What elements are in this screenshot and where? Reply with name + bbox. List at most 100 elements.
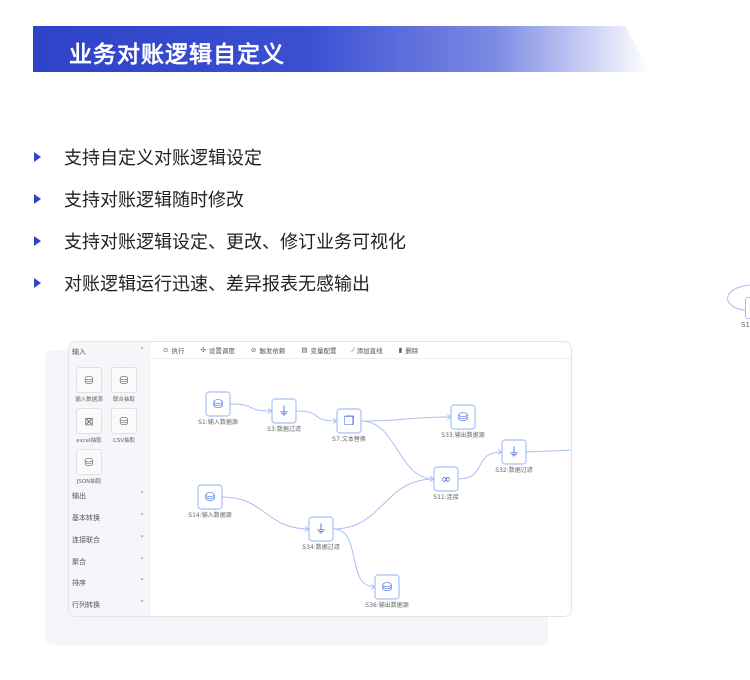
tile-label: 联合抽取 (112, 397, 135, 403)
node-box (336, 408, 362, 434)
node-S3[interactable]: ⏚S3:数据过滤 (267, 398, 301, 433)
schedule-button[interactable]: ✣设置调度 (200, 345, 234, 355)
triangle-bullet-icon (34, 236, 41, 246)
edge-S34-S11 (332, 478, 435, 530)
category-aggregate[interactable]: 聚合 ˅ (72, 557, 144, 567)
delete-button[interactable]: ▮删除 (399, 345, 419, 355)
edge-S34-S36 (332, 528, 376, 588)
list-item: 支持对账逻辑设定、更改、修订业务可视化 (34, 220, 406, 262)
variable-config-button[interactable]: ▤变量配置 (301, 345, 336, 355)
toolbar: ⊙执行 ✣设置调度 ⊘触发依赖 ▤变量配置 ⁄添加直线 ▮删除 (151, 342, 571, 359)
category-label: 输出 (72, 492, 86, 500)
node-box (197, 484, 223, 510)
button-label: 删除 (405, 347, 419, 355)
tile-union-extract[interactable]: ⛁ (111, 367, 137, 393)
button-label: 触发依赖 (259, 347, 286, 355)
node-S33[interactable]: ⛁S33:输出数据源 (441, 404, 485, 439)
node-S36[interactable]: ⛁ S36:输出数据源 (365, 574, 409, 609)
node-S34[interactable]: ⏚S34:数据过滤 (302, 516, 340, 551)
play-icon: ⊙ (163, 346, 169, 354)
node-box (205, 391, 231, 417)
node-S14[interactable]: ⛁ S14:输入数据源 (188, 484, 232, 519)
node-box (308, 516, 334, 542)
section-label: 输入 (72, 348, 86, 356)
node-box (433, 466, 459, 492)
category-label: 行列转换 (72, 601, 100, 609)
category-output[interactable]: 输出 ˅ (72, 491, 144, 501)
csv-icon: ⛁ (119, 414, 129, 428)
edge-S3-S7 (295, 410, 338, 422)
component-sidebar: 输入˄ ⛁ 输入数据源 ⛁ 联合抽取 ⊠ excel抽取 ⛁ CSV抽取 ⛁ J… (69, 342, 151, 616)
node-S32[interactable]: ⏚ S32:数据过滤 (495, 439, 533, 474)
chevron-down-icon: ˅ (140, 557, 145, 565)
bullet-text: 支持对账逻辑随时修改 (64, 190, 244, 211)
node-label: S11:连接 (433, 493, 458, 501)
trigger-dependency-button[interactable]: ⊘触发依赖 (251, 345, 285, 355)
schedule-icon: ✣ (200, 346, 206, 354)
node-S1[interactable]: ⛁ S1:输入数据源 (198, 391, 238, 426)
tile-label: JSON抽取 (76, 479, 102, 485)
node-box (374, 574, 400, 600)
edge-S7-S11 (360, 420, 435, 480)
node-label: S14:输入数据源 (188, 511, 231, 519)
add-line-button[interactable]: ⁄添加直线 (353, 345, 383, 355)
chevron-down-icon: ˅ (140, 535, 145, 543)
category-basic-transform[interactable]: 基本转换˅ (72, 513, 144, 523)
category-label: 聚合 (72, 558, 86, 566)
node-label: S32:数据过滤 (495, 466, 532, 474)
category-label: 排序 (72, 579, 86, 587)
tile-json-extract[interactable]: ⛁ (76, 449, 102, 475)
tile-csv-extract[interactable]: ⛁ (111, 408, 137, 434)
flow-canvas[interactable]: ⛁S1:输入数据源⏚S3:数据过滤❐S7:文本替换⛁S33:输出数据源⏚S32:… (69, 342, 572, 617)
line-icon: ⁄ (352, 346, 354, 354)
sidebar-section-input[interactable]: 输入˄ (72, 347, 144, 357)
replace-icon: ❐ (344, 414, 355, 428)
node-S7[interactable]: ❐S7:文本替换 (332, 408, 366, 443)
excel-icon: ⊠ (84, 414, 94, 428)
chevron-down-icon: ˅ (140, 600, 145, 608)
button-label: 添加直线 (356, 347, 383, 355)
category-label: 连接联合 (72, 536, 100, 544)
json-icon: ⛁ (84, 455, 94, 469)
node-label: S1:输入数据源 (198, 418, 238, 426)
button-label: 设置调度 (208, 347, 235, 355)
chevron-down-icon: ˅ (140, 491, 145, 499)
trash-icon: ▮ (398, 346, 403, 354)
database-search-icon: ⛁ (119, 373, 129, 387)
input-icon: ⛁ (205, 490, 215, 504)
edge-S32-out (525, 449, 571, 453)
variable-icon: ▤ (301, 346, 308, 354)
bullet-text: 支持自定义对账逻辑设定 (64, 148, 262, 169)
button-label: 执行 (171, 347, 185, 355)
list-item: 支持自定义对账逻辑设定 (34, 136, 406, 178)
node-label: S33:输出数据源 (441, 431, 484, 439)
edge-S14-S34 (221, 496, 310, 530)
triangle-bullet-icon (34, 278, 41, 288)
category-row-col-transform[interactable]: 行列转换 ˅ (72, 600, 144, 610)
tile-label: CSV抽取 (112, 438, 136, 444)
feature-list: 支持自定义对账逻辑设定 支持对账逻辑随时修改 支持对账逻辑设定、更改、修订业务可… (34, 136, 406, 304)
node-label: S34:数据过滤 (302, 543, 339, 551)
bullet-text: 支持对账逻辑设定、更改、修订业务可视化 (64, 232, 406, 253)
node-label: S36:输出数据源 (365, 601, 408, 609)
database-in-icon: ⛁ (84, 373, 94, 387)
button-label: 变量配置 (310, 347, 337, 355)
partial-node-label: S1 (741, 321, 750, 329)
category-join-union[interactable]: 连接联合 ˅ (72, 535, 144, 545)
run-button[interactable]: ⊙执行 (163, 345, 184, 355)
input-icon: ⛁ (213, 397, 223, 411)
node-box (271, 398, 297, 424)
node-box (450, 404, 476, 430)
tile-excel-extract[interactable]: ⊠ (76, 408, 102, 434)
bullet-text: 对账逻辑运行迅速、差异报表无感输出 (64, 274, 370, 295)
flow-editor: 输入˄ ⛁ 输入数据源 ⛁ 联合抽取 ⊠ excel抽取 ⛁ CSV抽取 ⛁ J… (68, 341, 572, 617)
edge-S11-S32 (457, 451, 503, 480)
node-S11[interactable]: ∞S11:连接 (433, 466, 459, 501)
tile-input-source[interactable]: ⛁ (76, 367, 102, 393)
edge-S1-S3 (229, 403, 273, 412)
category-label: 基本转换 (72, 514, 100, 522)
output-icon: ⛁ (382, 580, 392, 594)
category-sort[interactable]: 排序˅ (72, 578, 144, 588)
filter-icon: ⏚ (508, 445, 520, 459)
tile-label: 输入数据源 (75, 397, 103, 403)
